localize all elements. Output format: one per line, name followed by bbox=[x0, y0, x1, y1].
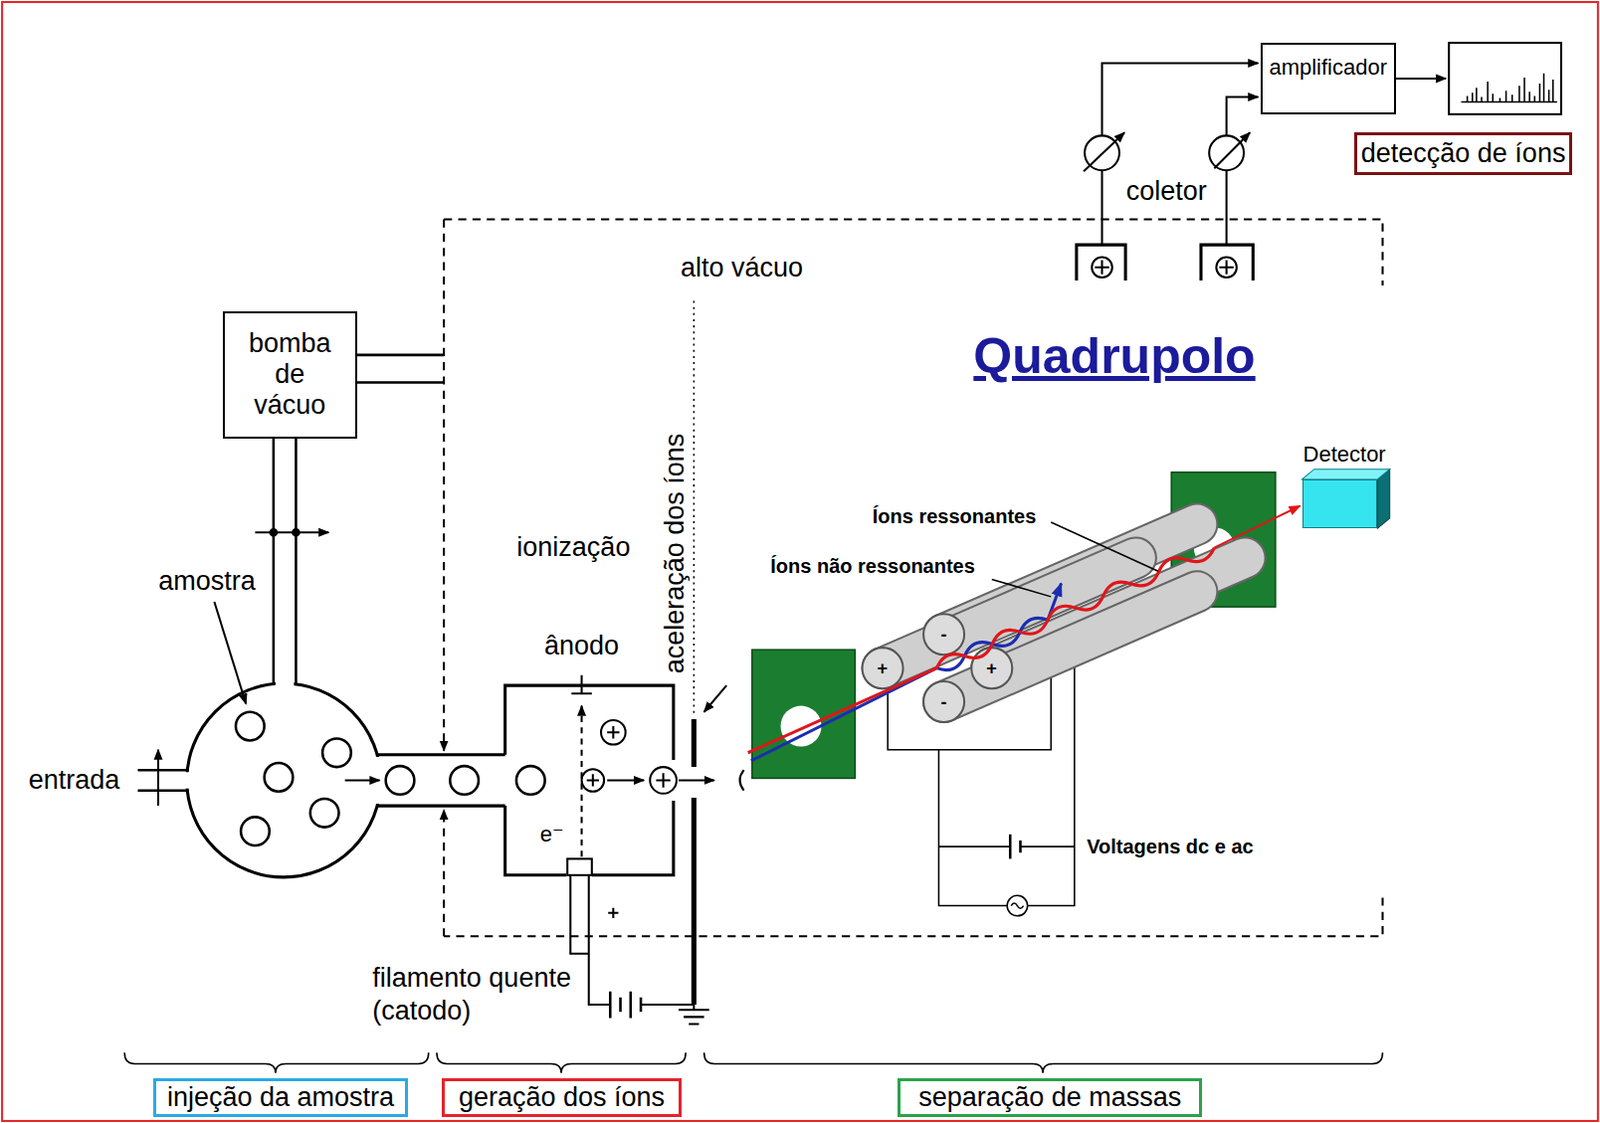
box-text: Detector bbox=[1303, 441, 1387, 467]
box-text: detecção de íons bbox=[1361, 138, 1567, 170]
polarity-sign-holder: - bbox=[941, 625, 948, 644]
vacuum-pump-box: bomba de vácuo bbox=[222, 311, 358, 439]
box-text: geração dos íons bbox=[458, 1082, 665, 1114]
callout-label-holder: amostra bbox=[158, 566, 256, 598]
part-label-holder: entrada bbox=[28, 765, 121, 797]
section-heading: Quadrupolo bbox=[973, 328, 1255, 387]
process-label-holder: ionização bbox=[516, 532, 630, 564]
part-label: filamento quente (catodo) bbox=[372, 962, 587, 1027]
callout-label-holder: Íons não ressonantes bbox=[770, 555, 976, 579]
part-label-holder: filamento quente (catodo) bbox=[372, 962, 587, 1027]
part-label: Voltagens dc e ac bbox=[1086, 835, 1253, 859]
callout-label-holder: Íons ressonantes bbox=[872, 505, 1037, 529]
quadrupole bbox=[748, 469, 1391, 917]
section-label-box: geração dos íons bbox=[441, 1078, 682, 1118]
part-label: ânodo bbox=[544, 630, 619, 662]
box-text: amplificador bbox=[1268, 54, 1388, 80]
vacuum-enclosure bbox=[443, 218, 1383, 937]
polarity-sign: - bbox=[941, 625, 948, 644]
section-label-box: separação de massas bbox=[897, 1078, 1202, 1118]
part-label-holder: coletor bbox=[1126, 176, 1207, 207]
part-label-holder: ânodo bbox=[544, 630, 619, 662]
particle-label-holder: e⁻ bbox=[540, 821, 565, 847]
particle-label: e⁻ bbox=[540, 821, 565, 847]
process-label-holder: aceleração dos íons bbox=[661, 433, 689, 675]
section-bracket bbox=[124, 1052, 1383, 1074]
callout-label: Íons não ressonantes bbox=[770, 555, 976, 579]
detector-box: Detector bbox=[1302, 479, 1379, 529]
section-label-box: detecção de íons bbox=[1354, 132, 1574, 176]
part-label: entrada bbox=[28, 765, 121, 797]
callout-label: amostra bbox=[158, 566, 256, 598]
polarity-sign: + bbox=[877, 659, 889, 678]
polarity-sign: - bbox=[941, 693, 948, 712]
region-label-holder: alto vácuo bbox=[680, 252, 803, 284]
callout-label: Íons ressonantes bbox=[872, 505, 1037, 529]
polarity-sign-holder: + bbox=[986, 659, 998, 678]
section-label-box: injeção da amostra bbox=[153, 1078, 408, 1118]
part-label-holder: Voltagens dc e ac bbox=[1086, 835, 1253, 859]
region-label: alto vácuo bbox=[680, 252, 803, 284]
amplifier-box: amplificador bbox=[1260, 42, 1397, 115]
polarity-sign: + bbox=[986, 659, 998, 678]
section-heading-holder: Quadrupolo bbox=[973, 328, 1255, 387]
process-label: aceleração dos íons bbox=[661, 433, 689, 675]
box-text: separação de massas bbox=[918, 1082, 1182, 1114]
box-text: injeção da amostra bbox=[167, 1082, 395, 1114]
process-label: ionização bbox=[516, 532, 630, 564]
box-text: bomba de vácuo bbox=[248, 328, 332, 421]
part-label: coletor bbox=[1126, 176, 1207, 207]
polarity-sign-holder: - bbox=[941, 693, 948, 712]
polarity-sign-holder: + bbox=[877, 659, 889, 678]
